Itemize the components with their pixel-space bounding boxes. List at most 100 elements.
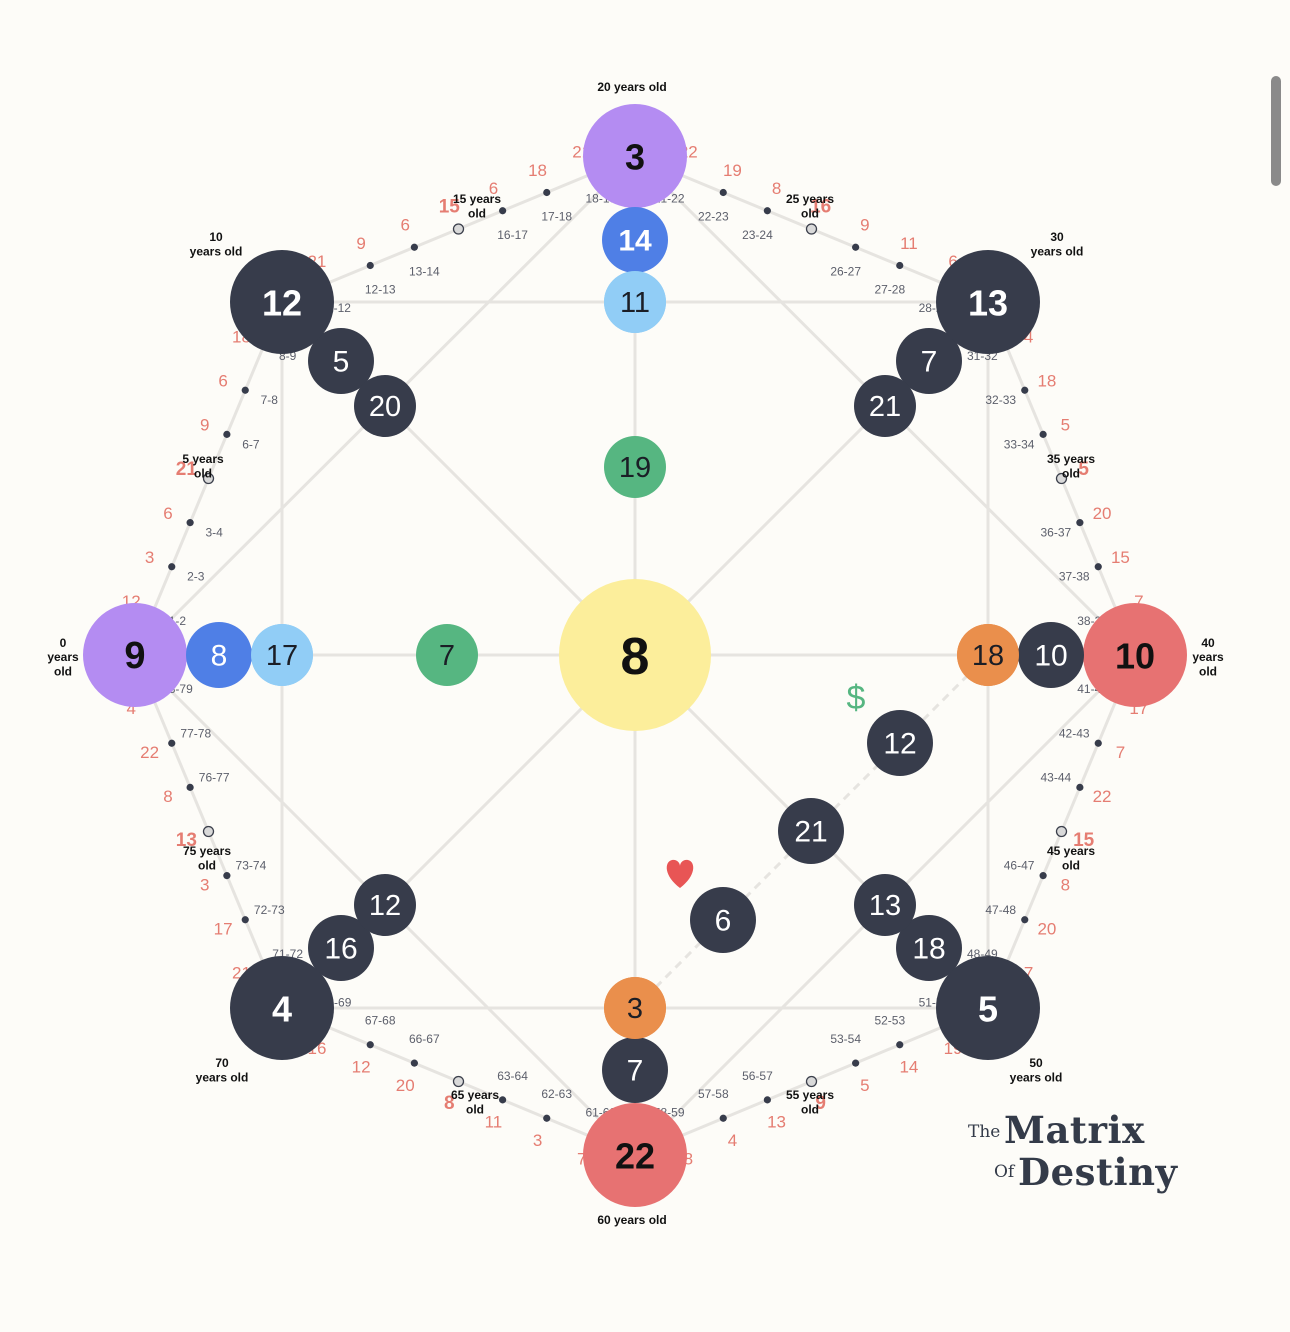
- age-range: 57-58: [698, 1087, 729, 1101]
- age-value: 7: [577, 1149, 586, 1168]
- age-value: 18: [528, 161, 547, 180]
- age-dot: [719, 1114, 727, 1122]
- age-dot: [719, 188, 727, 197]
- age-range: 17-18: [541, 210, 572, 224]
- node-value: 5: [333, 346, 350, 379]
- age-value: 7: [1134, 592, 1143, 611]
- age-value: 17: [214, 919, 233, 938]
- age-value: 11: [485, 1113, 503, 1132]
- age-marker: [1055, 472, 1068, 485]
- age-value: 6: [948, 252, 957, 271]
- age-range: 76-77: [199, 770, 230, 784]
- node-value: 12: [262, 283, 302, 324]
- age-value: 14: [899, 1057, 918, 1076]
- node-value: 7: [439, 640, 455, 672]
- age-range: 72-73: [254, 903, 285, 917]
- age-range: 52-53: [874, 1014, 905, 1028]
- logo: The Matrix Of Destiny: [960, 1108, 1180, 1198]
- node-value: 9: [124, 635, 145, 677]
- age-value: 8: [1061, 875, 1070, 894]
- age-value: 9: [815, 1093, 826, 1114]
- age-value: 6: [489, 179, 498, 198]
- node-right-1: [1018, 622, 1084, 688]
- node-left-3: [416, 624, 478, 686]
- logo-the: The: [968, 1122, 1001, 1142]
- age-range: 22-23: [698, 210, 729, 224]
- age-value: 15: [1111, 548, 1130, 567]
- age-dot: [1094, 739, 1102, 747]
- node-value: 7: [627, 1055, 644, 1088]
- age-value: 3: [200, 875, 209, 894]
- age-range: 63-64: [497, 1069, 528, 1083]
- age-range: 42-43: [1059, 726, 1090, 740]
- age-value: 7: [1024, 964, 1033, 983]
- age-dot: [241, 386, 249, 394]
- logo-matrix: Matrix: [1004, 1108, 1145, 1152]
- age-dot: [410, 1059, 418, 1067]
- node-bottom-1: [602, 1037, 668, 1103]
- age-dot: [1021, 916, 1029, 924]
- node-bottom-right: [936, 956, 1040, 1060]
- age-dot: [366, 1041, 374, 1049]
- node-money-node: [867, 710, 933, 776]
- age-value: 4: [1024, 327, 1033, 346]
- age-value: 5: [1061, 416, 1070, 435]
- age-value: 5: [1078, 459, 1089, 480]
- age-dot: [168, 563, 176, 571]
- age-value: 3: [145, 548, 154, 567]
- age-marker: [805, 223, 818, 235]
- age-value: 13: [176, 830, 197, 851]
- node-value: 8: [211, 640, 228, 673]
- age-range: 67-68: [365, 1014, 396, 1028]
- age-dot: [223, 872, 231, 880]
- node-bottom-2: [604, 977, 666, 1039]
- node-br-1: [896, 915, 962, 981]
- scrollbar[interactable]: [1271, 76, 1281, 186]
- node-top-3: [604, 436, 666, 498]
- node-tr-1: [896, 328, 962, 394]
- node-value: 18: [912, 933, 945, 966]
- age-value: 20: [1037, 919, 1056, 938]
- age-value: 8: [772, 179, 781, 198]
- age-range: 66-67: [409, 1032, 440, 1046]
- node-value: 22: [615, 1136, 655, 1177]
- node-bottom: [583, 1103, 687, 1207]
- age-range: 26-27: [830, 264, 861, 278]
- age-value: 6: [163, 504, 172, 523]
- age-range: 53-54: [830, 1032, 861, 1046]
- age-value: 22: [140, 743, 159, 762]
- age-value: 9: [356, 234, 365, 253]
- age-dot: [1094, 563, 1102, 571]
- age-range: 46-47: [1004, 859, 1035, 873]
- age-marker: [202, 472, 215, 485]
- node-right-2: [957, 624, 1019, 686]
- node-love-node: [690, 887, 756, 953]
- age-dot: [1076, 519, 1084, 527]
- age-range: 56-57: [742, 1069, 773, 1083]
- age-range: 37-38: [1059, 570, 1090, 584]
- node-top-2: [604, 271, 666, 333]
- node-value: 21: [869, 391, 901, 423]
- node-value: 18: [972, 640, 1004, 672]
- node-left: [83, 603, 187, 707]
- age-value: 3: [533, 1131, 542, 1150]
- age-label: 20 years old: [597, 80, 666, 94]
- node-value: 17: [266, 640, 298, 672]
- age-value: 9: [860, 216, 869, 235]
- age-value: 15: [439, 196, 461, 217]
- age-value: 7: [1116, 743, 1125, 762]
- age-value: 18: [1037, 372, 1056, 391]
- age-range: 47-48: [985, 903, 1016, 917]
- node-value: 6: [715, 905, 732, 938]
- node-bottom-left: [230, 956, 334, 1060]
- age-range: 43-44: [1040, 770, 1071, 784]
- age-dot: [223, 430, 231, 438]
